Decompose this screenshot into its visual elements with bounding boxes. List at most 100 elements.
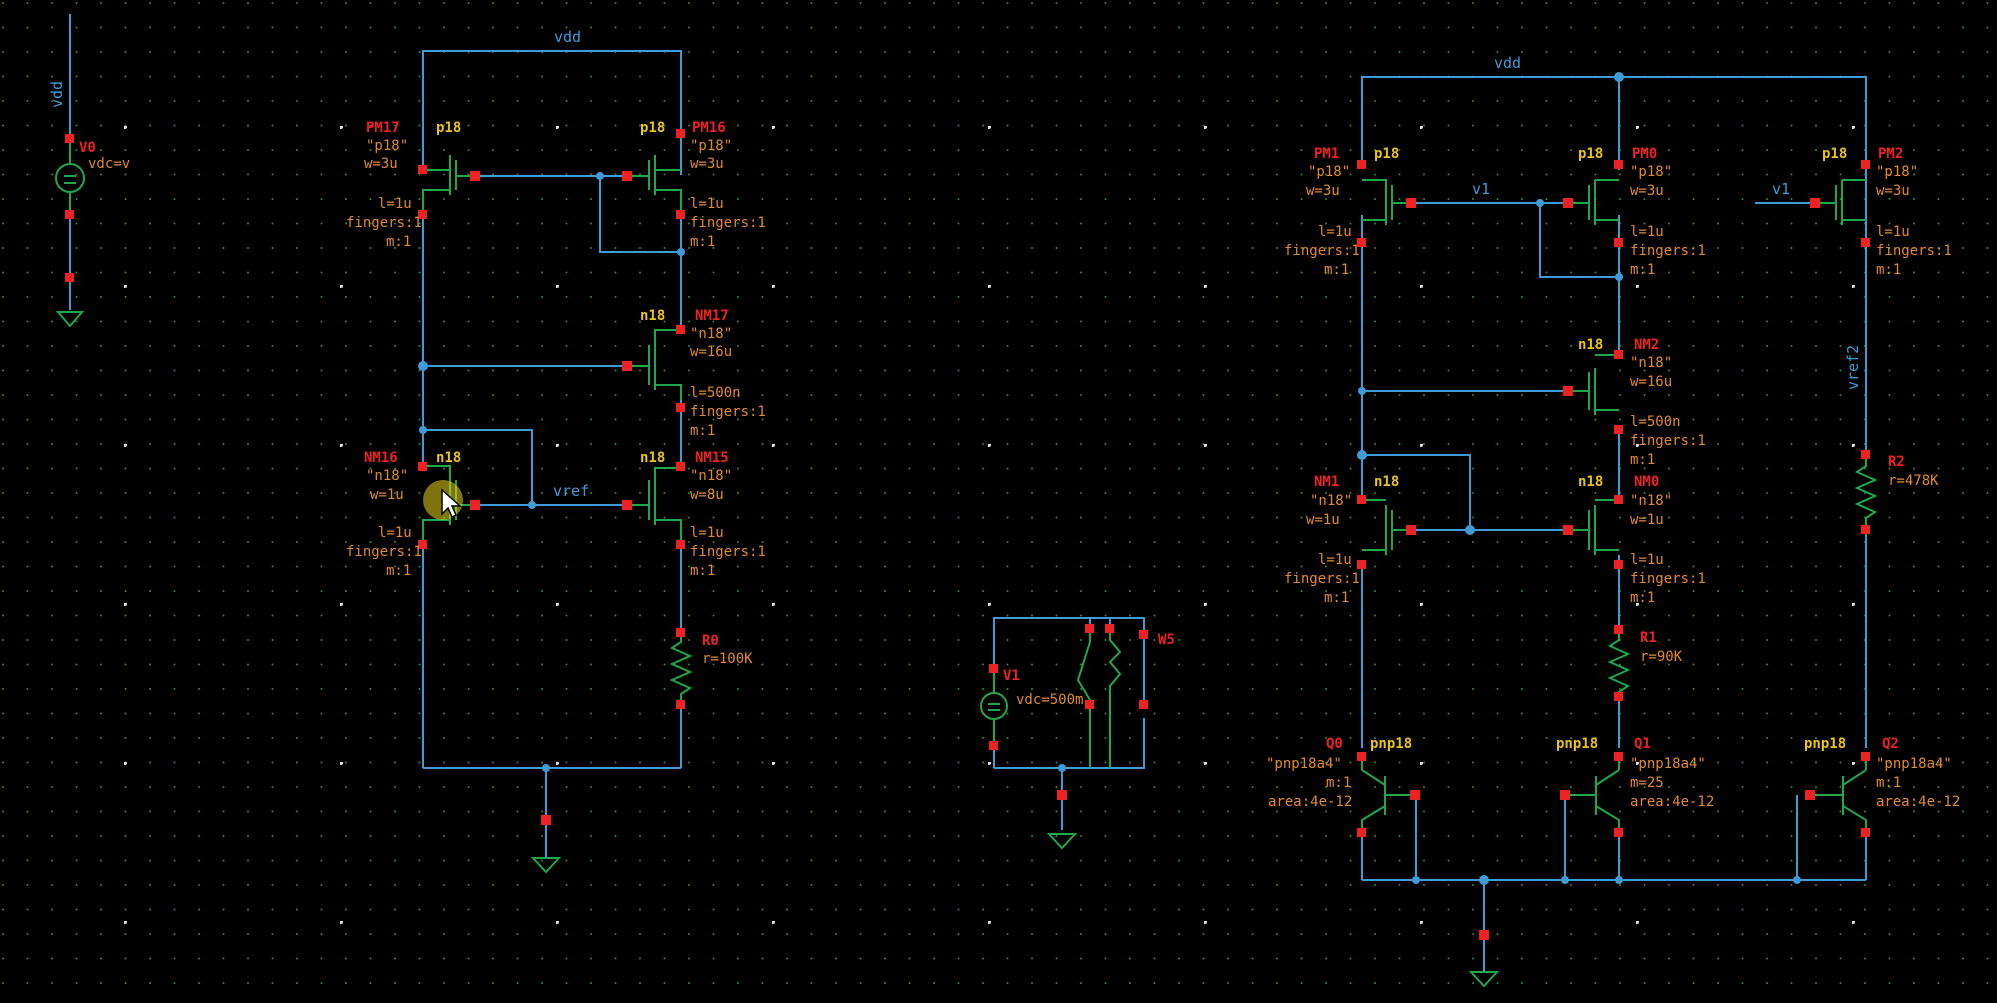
pin-terminal[interactable] [1861, 160, 1870, 169]
transistor-pm1[interactable]: PM1 p18 "p18" w=3u l=1u fingers:1 m:1 [1284, 146, 1416, 278]
transistor-nm1[interactable]: NM1 n18 "n18" w=1u l=1u fingers:1 m:1 [1284, 474, 1416, 606]
pin-terminal[interactable] [1614, 160, 1623, 169]
pin-terminal[interactable] [622, 500, 632, 510]
transistor-nm2[interactable]: n18 NM2 "n18" w=16u l=500n fingers:1 m:1 [1563, 337, 1706, 468]
pin-terminal[interactable] [989, 741, 998, 750]
pin-terminal[interactable] [1805, 790, 1815, 800]
pin-terminal[interactable] [1861, 752, 1870, 761]
pin-terminal[interactable] [1861, 525, 1870, 534]
pin-terminal[interactable] [470, 171, 480, 181]
pin-terminal[interactable] [676, 700, 685, 709]
transistor-pm17[interactable]: PM17 p18 "p18" w=3u l=1u fingers:1 m:1 [346, 120, 480, 250]
pin-terminal[interactable] [1357, 238, 1366, 247]
pin-terminal[interactable] [1479, 930, 1489, 940]
net-label-vdd-v0: vdd [48, 81, 66, 108]
label-right_circuit-pm0-model: "p18" [1630, 164, 1672, 180]
pin-terminal[interactable] [65, 134, 74, 143]
ref-v0: V0 [79, 140, 96, 156]
pin-terminal[interactable] [1139, 630, 1148, 639]
pin-terminal[interactable] [622, 361, 632, 371]
pin-terminal[interactable] [676, 462, 685, 471]
pin-terminal[interactable] [676, 210, 685, 219]
pin-terminal[interactable] [418, 462, 427, 471]
pin-terminal[interactable] [1810, 198, 1820, 208]
pin-terminal[interactable] [1861, 238, 1870, 247]
pin-terminal[interactable] [1357, 495, 1366, 504]
label-right_circuit-nm2-m: m:1 [1630, 452, 1655, 468]
transistor-pm16[interactable]: p18 PM16 "p18" w=3u l=1u fingers:1 m:1 [622, 120, 766, 250]
pin-terminal[interactable] [418, 210, 427, 219]
pin-terminal[interactable] [1614, 828, 1623, 837]
pin-terminal[interactable] [1614, 495, 1623, 504]
pin-terminal[interactable] [676, 540, 685, 549]
label-right_circuit-q0-ref: Q0 [1326, 736, 1343, 752]
resistor-r2[interactable]: R2 r=478K [1854, 450, 1939, 535]
pin-terminal[interactable] [470, 500, 480, 510]
transistor-q1[interactable]: pnp18 Q1 "pnp18a4" m=25 area:4e-12 [1556, 736, 1714, 837]
label-right_circuit-nm1-fingers: fingers:1 [1284, 571, 1360, 587]
pin-terminal[interactable] [1614, 692, 1623, 701]
transistor-q2[interactable]: pnp18 Q2 "pnp18a4" m:1 area:4e-12 [1804, 736, 1960, 837]
pin-terminal[interactable] [1614, 560, 1623, 569]
pin-terminal[interactable] [1614, 350, 1623, 359]
resistor-r1[interactable]: R1 r=90K [1607, 625, 1683, 701]
transistor-pm2[interactable]: p18 PM2 "p18" w=3u l=1u fingers:1 m:1 [1810, 146, 1952, 278]
pin-terminal[interactable] [1085, 624, 1094, 633]
pin-terminal[interactable] [418, 540, 427, 549]
pin-terminal[interactable] [1563, 198, 1573, 208]
pin-terminal[interactable] [1614, 625, 1623, 634]
pin-terminal[interactable] [1563, 525, 1573, 535]
transistor-q0[interactable]: Q0 pnp18 "pnp18a4" m:1 area:4e-12 [1266, 736, 1420, 837]
label-right_circuit-q2-m: m:1 [1876, 775, 1901, 791]
pin-terminal[interactable] [65, 273, 74, 282]
label-right_circuit-nm2-cell: n18 [1578, 337, 1603, 353]
label-left_circuit-nm17-l: l=500n [690, 385, 741, 401]
pin-terminal[interactable] [1406, 198, 1416, 208]
pin-terminal[interactable] [541, 815, 551, 825]
pin-terminal[interactable] [676, 325, 685, 334]
transistor-nm0[interactable]: n18 NM0 "n18" w=1u l=1u fingers:1 m:1 [1563, 474, 1706, 606]
pin-terminal[interactable] [1357, 560, 1366, 569]
transistor-pm0[interactable]: p18 PM0 "p18" w=3u l=1u fingers:1 m:1 [1563, 146, 1706, 278]
pin-terminal[interactable] [1139, 700, 1148, 709]
pin-terminal[interactable] [1560, 790, 1570, 800]
label-left_circuit-nm16-model: "n18" [366, 468, 408, 484]
pin-terminal[interactable] [418, 165, 427, 174]
label-right_circuit-q0-cell: pnp18 [1370, 736, 1412, 752]
pin-terminal[interactable] [1406, 525, 1416, 535]
transistor-nm15[interactable]: n18 NM15 "n18" w=8u l=1u fingers:1 m:1 [622, 450, 766, 579]
pin-terminal[interactable] [1614, 238, 1623, 247]
label-right_circuit-q2-area: area:4e-12 [1876, 794, 1960, 810]
label-left_circuit-nm16-l: l=1u [378, 525, 412, 541]
source-v0[interactable]: vdd V0 vdc=v [48, 14, 130, 328]
switch-w5[interactable]: W5 [1076, 618, 1175, 768]
pin-terminal[interactable] [1057, 790, 1067, 800]
pin-terminal[interactable] [1357, 828, 1366, 837]
label-right_circuit-pm0-m: m:1 [1630, 262, 1655, 278]
pin-terminal[interactable] [1105, 624, 1114, 633]
right-circuit: vdd v1 v1 vref2 [1266, 54, 1960, 988]
pin-terminal[interactable] [1614, 752, 1623, 761]
pin-terminal[interactable] [65, 210, 74, 219]
pin-terminal[interactable] [1410, 790, 1420, 800]
label-right_circuit-nm1-model: "n18" [1310, 493, 1352, 509]
resistor-r0[interactable]: R0 r=100K [669, 628, 753, 709]
pin-terminal[interactable] [676, 129, 685, 138]
label-left_circuit-r0-value: r=100K [702, 651, 753, 667]
pin-terminal[interactable] [1614, 425, 1623, 434]
pin-terminal[interactable] [1563, 386, 1573, 396]
pin-terminal[interactable] [676, 403, 685, 412]
pin-terminal[interactable] [1085, 700, 1094, 709]
source-v1[interactable]: V1 vdc=500m [980, 664, 1083, 750]
pin-terminal[interactable] [989, 664, 998, 673]
transistor-nm16[interactable]: NM16 n18 "n18" w=1u l=1u fingers:1 m:1 [346, 450, 480, 579]
pin-terminal[interactable] [1357, 160, 1366, 169]
pin-terminal[interactable] [622, 171, 632, 181]
pin-terminal[interactable] [1861, 828, 1870, 837]
pin-terminal[interactable] [676, 628, 685, 637]
net-label-vref2: vref2 [1844, 345, 1862, 390]
pin-terminal[interactable] [1861, 450, 1870, 459]
transistor-nm17[interactable]: n18 NM17 "n18" w=16u l=500n fingers:1 m:… [622, 308, 766, 439]
pin-terminal[interactable] [1357, 752, 1366, 761]
